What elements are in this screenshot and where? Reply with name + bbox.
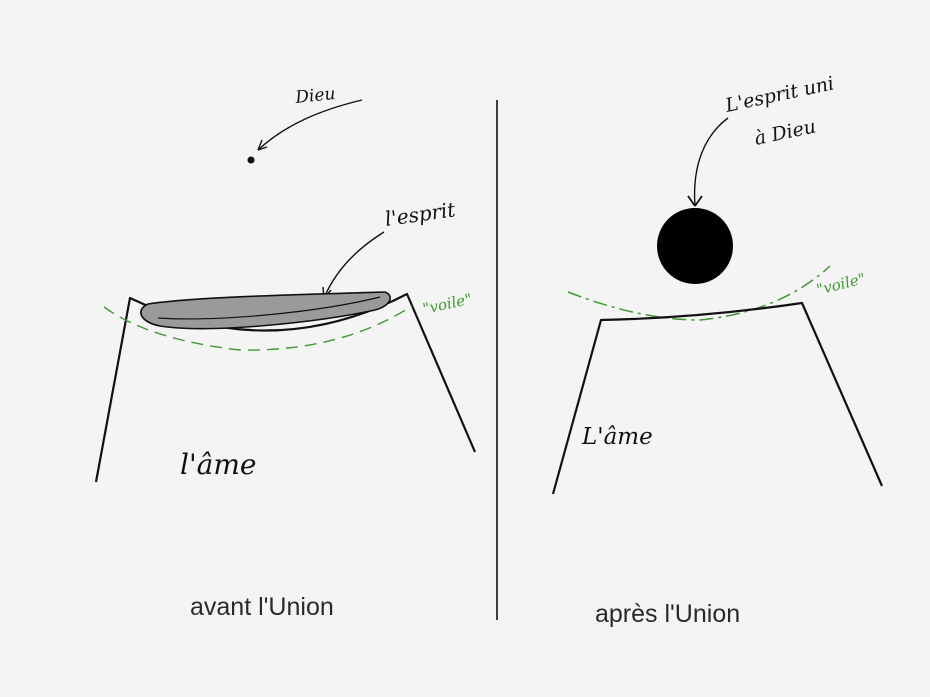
esprit-inner-stroke (157, 296, 381, 320)
panel-before-union: Dieu l'esprit "voile" l'âme avant l'Unio… (94, 84, 477, 621)
caption-before-union: avant l'Union (190, 593, 334, 621)
ame-label-left: l'âme (180, 448, 256, 481)
esprit-uni-label-line1: L'esprit uni (722, 72, 836, 117)
esprit-label: l'esprit (383, 197, 457, 231)
esprit-uni-arrow (693, 117, 729, 207)
esprit-uni-disc (657, 208, 733, 284)
dieu-label: Dieu (293, 84, 336, 108)
ame-label-right: L'âme (581, 424, 653, 450)
dieu-dot (247, 156, 255, 164)
ame-vessel-outline-right (551, 301, 884, 495)
esprit-uni-arrowhead (687, 195, 703, 207)
dieu-arrow (257, 99, 363, 151)
esprit-arrow (323, 231, 385, 299)
veil-line-right (567, 265, 831, 321)
esprit-shape (140, 291, 391, 330)
veil-label-right: "voile" (815, 269, 868, 299)
esprit-uni-label-line2: à Dieu (752, 115, 817, 149)
panel-after-union: L'esprit uni à Dieu "voile" L'âme après … (551, 72, 884, 628)
veil-label-left: "voile" (421, 290, 473, 318)
dieu-arrowhead (257, 139, 268, 151)
veil-line-left (103, 305, 413, 351)
caption-after-union: après l'Union (595, 600, 740, 628)
